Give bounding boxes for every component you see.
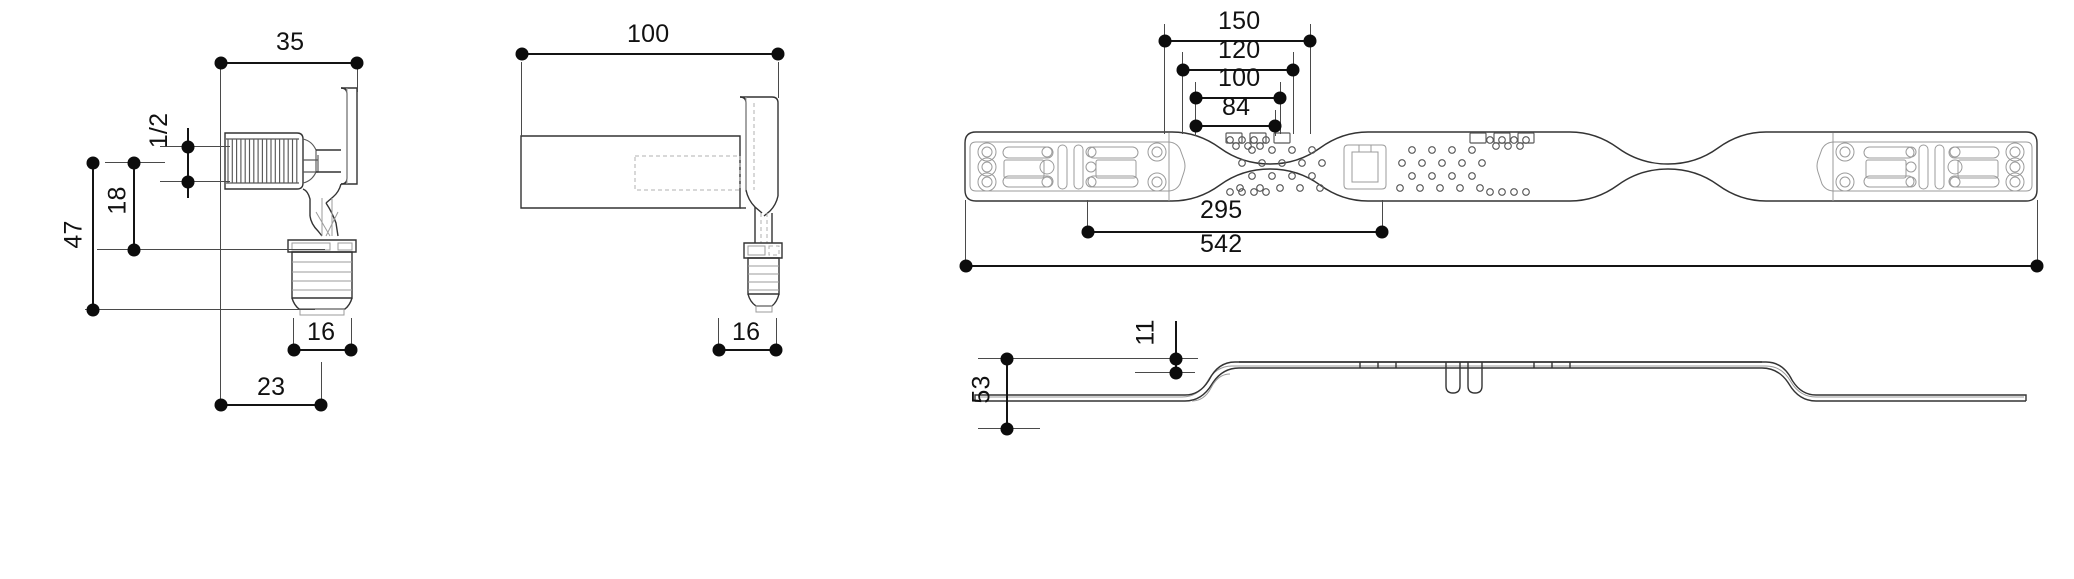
dim-vline-47: [92, 162, 94, 310]
view-front-elevation: 100 16: [480, 0, 900, 579]
bracket-section-geometry: [930, 300, 2074, 579]
dim-vline-half: [187, 128, 189, 198]
dim-endpoint-half-top: [181, 140, 195, 154]
dim-label-53: 53: [967, 375, 996, 404]
dim-endpoint-100-left: [515, 47, 529, 61]
dim-endpoint-150-right: [1303, 34, 1317, 48]
dim-endpoint-120-right: [1286, 63, 1300, 77]
view-side-elevation: 35 1/2 18 47 16 23: [0, 0, 470, 579]
ext-line-120-left: [1182, 52, 1184, 134]
dim-label-16: 16: [307, 318, 336, 346]
ext-line-53-top: [978, 358, 1198, 360]
dim-endpoint-23-right: [314, 398, 328, 412]
valve-front-geometry: [480, 0, 900, 460]
ext-line-35-left: [220, 62, 222, 140]
dim-endpoint-35-right: [350, 56, 364, 70]
dim-label-35: 35: [276, 28, 305, 56]
dim-line-v2-16: [718, 349, 777, 351]
ext-line-47-bot: [85, 309, 315, 311]
dim-vline-53: [1006, 358, 1008, 429]
dim-line-16: [293, 349, 352, 351]
dim-label-84: 84: [1222, 93, 1251, 121]
dim-endpoint-35-left: [214, 56, 228, 70]
dim-endpoint-120-left: [1176, 63, 1190, 77]
ext-line-23-left: [220, 140, 222, 405]
ext-line-23-right: [321, 362, 323, 404]
ext-line-100-left: [521, 62, 523, 136]
dim-label-23: 23: [257, 373, 286, 401]
ext-line-35-right: [357, 62, 359, 92]
dim-endpoint-16-right: [344, 343, 358, 357]
dim-endpoint-542-right: [2030, 259, 2044, 273]
dim-label-v2-16: 16: [732, 318, 761, 346]
dim-line-150: [1164, 40, 1311, 42]
dim-line-295: [1087, 231, 1383, 233]
ext-line-542-right: [2037, 200, 2039, 266]
ext-line-100-right: [1280, 82, 1282, 134]
ext-line-295-left: [1087, 200, 1089, 232]
dim-endpoint-53-top: [1000, 352, 1014, 366]
dim-endpoint-23-left: [214, 398, 228, 412]
valve-side-geometry: [0, 0, 470, 460]
dim-label-295: 295: [1200, 196, 1243, 224]
ext-line-16-right: [351, 318, 353, 350]
dim-endpoint-half-bot: [181, 175, 195, 189]
ext-line-11-bot: [1135, 372, 1195, 374]
dim-label-150: 150: [1218, 7, 1261, 35]
dim-label-120: 120: [1218, 36, 1261, 64]
dim-label-47: 47: [59, 220, 88, 249]
dim-endpoint-v3-100-left: [1189, 91, 1203, 105]
ext-line-542-left: [965, 200, 967, 266]
dim-endpoint-542-left: [959, 259, 973, 273]
dim-line-120: [1182, 69, 1294, 71]
ext-line-295-right: [1382, 200, 1384, 232]
dim-label-11: 11: [1131, 319, 1160, 346]
ext-line-150-right: [1310, 24, 1312, 134]
ext-line-half-top: [160, 146, 230, 148]
ext-line-v2-16-left: [718, 318, 720, 350]
ext-line-100-left: [1195, 82, 1197, 134]
ext-line-half-bot: [160, 181, 230, 183]
dim-label-half: 1/2: [145, 112, 174, 149]
dim-endpoint-53-bot: [1000, 422, 1014, 436]
view-bracket-plan: 150 120 100 84 295 542: [930, 0, 2074, 320]
ext-line-150-left: [1164, 24, 1166, 134]
view-bracket-section: 53 11: [930, 300, 2074, 579]
dim-endpoint-47-top: [86, 156, 100, 170]
dim-endpoint-150-left: [1158, 34, 1172, 48]
dim-label-v3-100: 100: [1218, 64, 1261, 92]
dim-line-542: [965, 265, 2038, 267]
dim-endpoint-295-right: [1375, 225, 1389, 239]
dim-line-84: [1195, 125, 1276, 127]
dim-line-v3-100: [1195, 97, 1281, 99]
ext-line-100-right: [778, 62, 780, 98]
ext-line-16-left: [293, 318, 295, 350]
dim-endpoint-84-right: [1268, 119, 1282, 133]
dim-endpoint-16-left: [287, 343, 301, 357]
ext-line-v2-16-right: [776, 318, 778, 350]
dim-endpoint-18-bot: [127, 243, 141, 257]
dim-vline-11: [1175, 321, 1177, 377]
dim-label-542: 542: [1200, 230, 1243, 258]
dim-endpoint-11-bot: [1169, 366, 1183, 380]
dim-endpoint-18-top: [127, 156, 141, 170]
dim-endpoint-11-top: [1169, 352, 1183, 366]
dim-label-100: 100: [627, 20, 670, 48]
ext-line-11-top: [1135, 358, 1195, 360]
dim-line-23: [220, 404, 322, 406]
dim-endpoint-v2-16-right: [769, 343, 783, 357]
dim-label-18: 18: [103, 186, 132, 215]
ext-line-18-bot: [97, 249, 325, 251]
dim-endpoint-84-left: [1189, 119, 1203, 133]
dim-line-100: [521, 53, 779, 55]
dim-endpoint-47-bot: [86, 303, 100, 317]
dim-endpoint-v2-16-left: [712, 343, 726, 357]
dim-endpoint-100-right: [771, 47, 785, 61]
dim-line-35: [220, 62, 358, 64]
dim-endpoint-295-left: [1081, 225, 1095, 239]
dim-vline-18: [133, 162, 135, 250]
bracket-plan-geometry: [930, 0, 2074, 300]
ext-line-120-right: [1293, 52, 1295, 134]
dim-endpoint-v3-100-right: [1273, 91, 1287, 105]
